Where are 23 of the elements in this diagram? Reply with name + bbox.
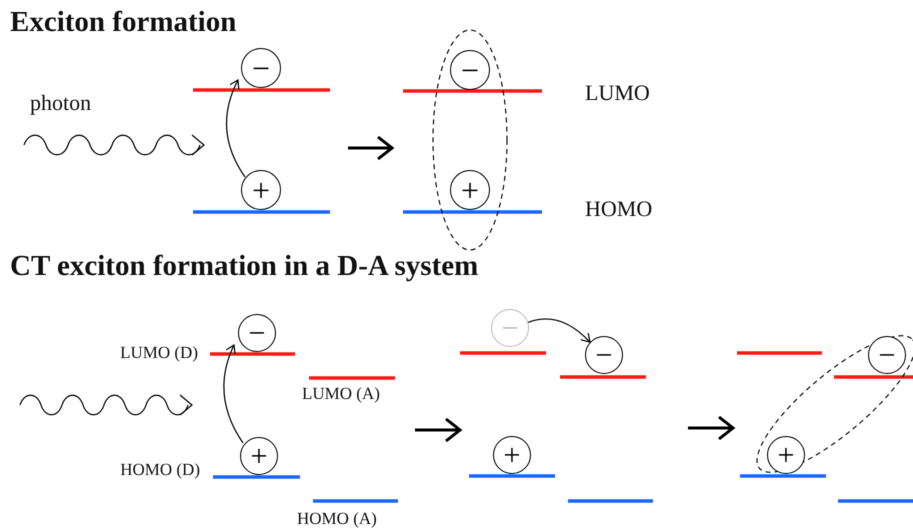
charge-circle: − <box>868 336 906 374</box>
level-label: LUMO <box>585 80 650 106</box>
transition-arrow <box>223 344 244 444</box>
level-label: HOMO (D) <box>120 460 200 480</box>
charge-circle: + <box>493 436 531 474</box>
section-heading: Exciton formation <box>10 6 236 39</box>
charge-circle: + <box>241 170 281 210</box>
level-label: HOMO <box>585 196 652 222</box>
charge-circle: + <box>767 436 805 474</box>
level-label: HOMO (A) <box>297 509 377 529</box>
transition-arrow <box>528 318 591 343</box>
charge-circle: − <box>238 314 276 352</box>
section-heading: CT exciton formation in a D-A system <box>10 250 478 283</box>
charge-circle: + <box>450 170 490 210</box>
charge-circle: − <box>585 336 623 374</box>
level-label: LUMO (D) <box>120 343 198 363</box>
charge-circle: − <box>450 50 490 90</box>
charge-circle: + <box>240 437 278 475</box>
photon-label: photon <box>30 90 92 116</box>
transition-arrow <box>226 79 246 178</box>
faded-charge-circle: − <box>491 309 529 347</box>
charge-circle: − <box>241 48 281 88</box>
level-label: LUMO (A) <box>302 384 380 404</box>
